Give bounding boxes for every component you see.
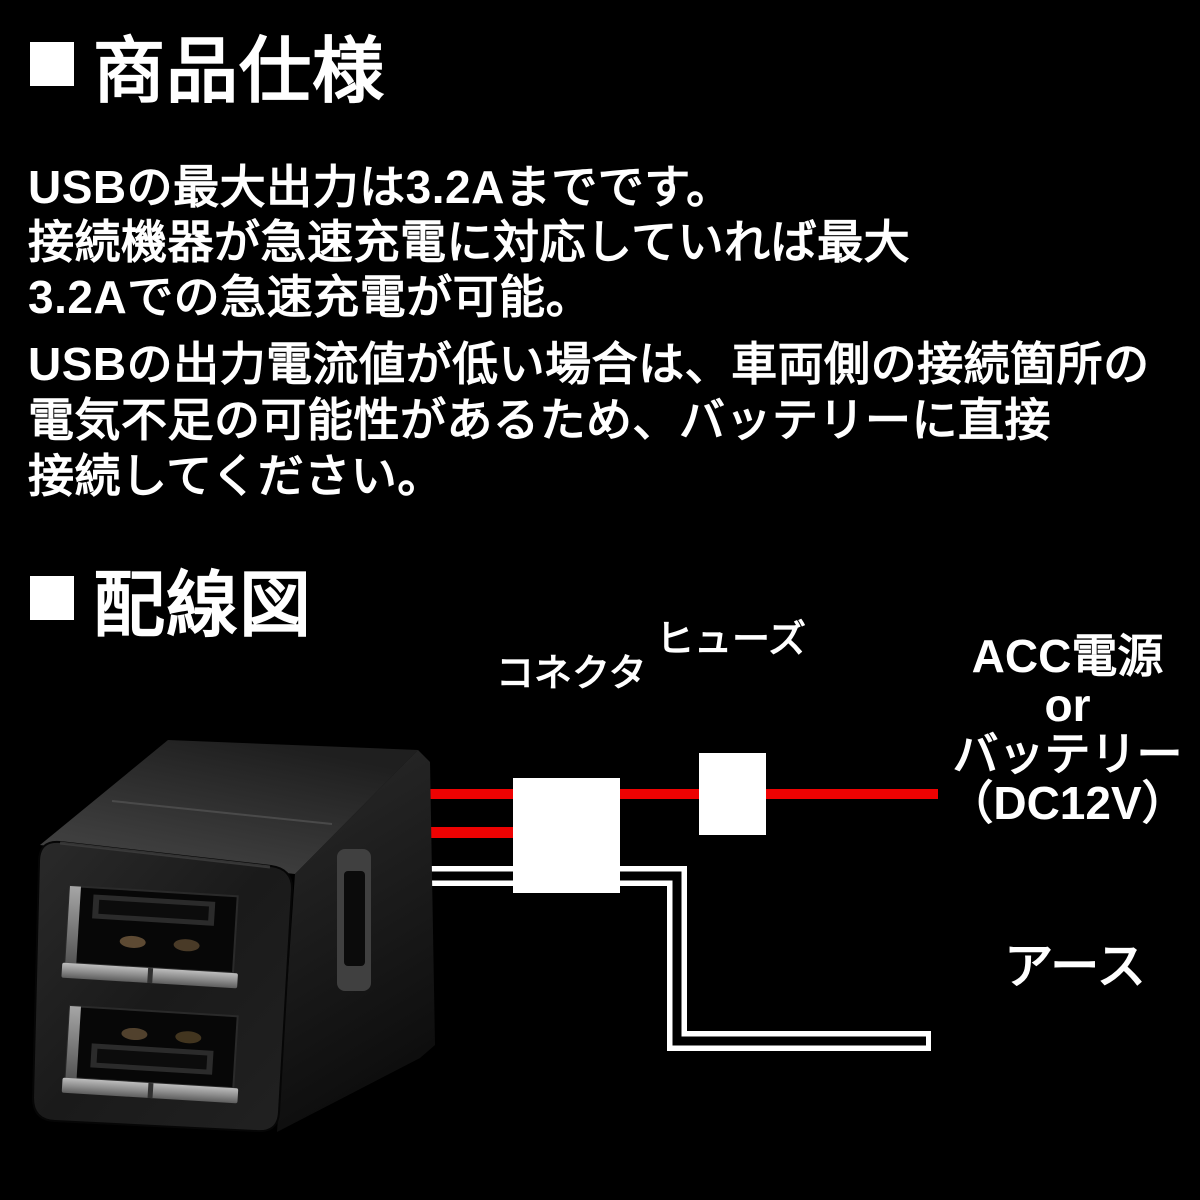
square-bullet-icon (30, 42, 74, 86)
device-top-seam (111, 800, 333, 825)
ground-wire-outline (404, 866, 931, 1051)
wiring-diagram: コネクタ ヒューズ ACC電源 or バッテリー （DC12V） アース (0, 620, 1200, 1200)
spec-paragraph-2-line-2: 電気不足の可能性があるため、バッテリーに直接 (28, 394, 1051, 446)
spec-paragraph-1: USBの最大出力は3.2Aまでです。 接続機器が急速充電に対応していれば最大 3… (28, 160, 910, 325)
usb-device-photo (31, 740, 435, 1133)
spec-paragraph-2-line-1: USBの出力電流値が低い場合は、車両側の接続箇所の (28, 338, 1150, 390)
power-source-label: ACC電源 or バッテリー （DC12V） (935, 632, 1200, 828)
spec-heading: 商品仕様 (30, 14, 385, 114)
spec-paragraph-2: USBの出力電流値が低い場合は、車両側の接続箇所の 電気不足の可能性があるため、… (28, 336, 1150, 504)
square-bullet-icon (30, 576, 74, 620)
spec-paragraph-1-line-1: USBの最大出力は3.2Aまでです。 (28, 161, 733, 213)
usb-port-upper (61, 884, 239, 989)
fuse-box (699, 753, 766, 835)
power-wire-bottom (408, 827, 514, 838)
spec-paragraph-1-line-3: 3.2Aでの急速充電が可能。 (28, 271, 593, 323)
wiring-heading: 配線図 (30, 548, 312, 648)
power-source-line-2: or (1044, 679, 1091, 731)
power-source-line-3: バッテリー (952, 728, 1183, 780)
wiring-diagram-svg (31, 740, 938, 1133)
wires (404, 789, 938, 1051)
wiring-heading-text: 配線図 (93, 565, 313, 646)
device-bezel-highlight (59, 841, 271, 869)
power-source-line-1: ACC電源 (971, 630, 1164, 682)
ground-wire-core (404, 871, 926, 1046)
spec-paragraph-1-line-2: 接続機器が急速充電に対応していれば最大 (28, 216, 911, 268)
device-top-face (40, 740, 418, 874)
ground-label: アース (1004, 940, 1146, 994)
device-side-tab-opening (344, 871, 365, 966)
usb-port-lower (61, 1004, 239, 1104)
fuse-label: ヒューズ (655, 619, 807, 661)
power-wire-top (408, 789, 938, 799)
spec-paragraph-2-line-3: 接続してください。 (28, 450, 444, 502)
spec-heading-text: 商品仕様 (93, 31, 386, 112)
connector-box (513, 778, 620, 893)
connector-label: コネクタ (496, 653, 647, 695)
power-source-line-4: （DC12V） (947, 777, 1188, 829)
